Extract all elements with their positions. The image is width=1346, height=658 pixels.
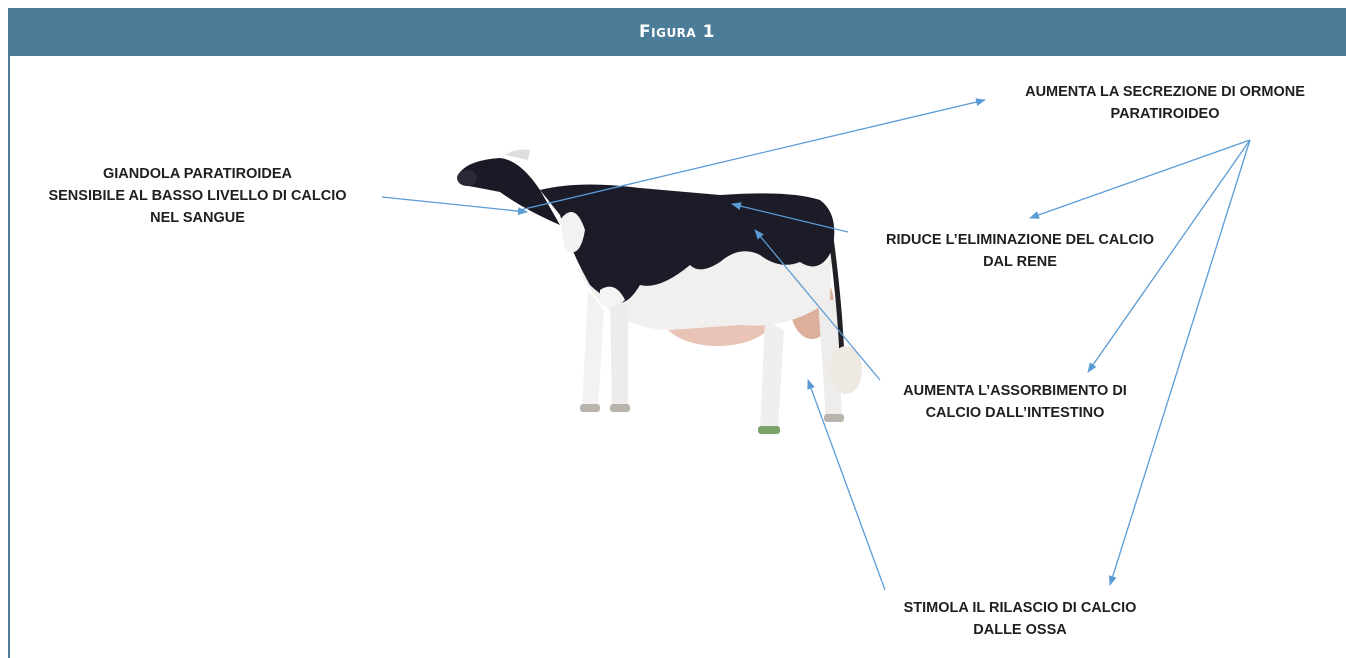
- label-line: AUMENTA LA SECREZIONE DI ORMONE: [990, 81, 1340, 103]
- label-line: GIANDOLA PARATIROIDEA: [20, 163, 375, 185]
- label-line: CALCIO DALL’INTESTINO: [870, 402, 1160, 424]
- label-line: AUMENTA L’ASSORBIMENTO DI: [870, 380, 1160, 402]
- label-line: STIMOLA IL RILASCIO DI CALCIO: [870, 597, 1170, 619]
- label-parathyroid-gland: GIANDOLA PARATIROIDEA SENSIBILE AL BASSO…: [20, 163, 375, 229]
- arrow-pth-to-bone: [1110, 140, 1250, 585]
- label-line: PARATIROIDEO: [990, 103, 1340, 125]
- arrow-pth-to-kidney: [1030, 140, 1250, 218]
- label-line: NEL SANGUE: [20, 207, 375, 229]
- label-line: SENSIBILE AL BASSO LIVELLO DI CALCIO: [20, 185, 375, 207]
- cow-illustration: [457, 150, 862, 434]
- label-line: DALLE OSSA: [870, 619, 1170, 641]
- label-pth-secretion: AUMENTA LA SECREZIONE DI ORMONE PARATIRO…: [990, 81, 1340, 125]
- label-kidney: RIDUCE L’ELIMINAZIONE DEL CALCIO DAL REN…: [855, 229, 1185, 273]
- label-intestine: AUMENTA L’ASSORBIMENTO DI CALCIO DALL’IN…: [870, 380, 1160, 424]
- label-bone: STIMOLA IL RILASCIO DI CALCIO DALLE OSSA: [870, 597, 1170, 641]
- arrow-label-to-gland: [382, 197, 527, 212]
- label-line: DAL RENE: [855, 251, 1185, 273]
- label-line: RIDUCE L’ELIMINAZIONE DEL CALCIO: [855, 229, 1185, 251]
